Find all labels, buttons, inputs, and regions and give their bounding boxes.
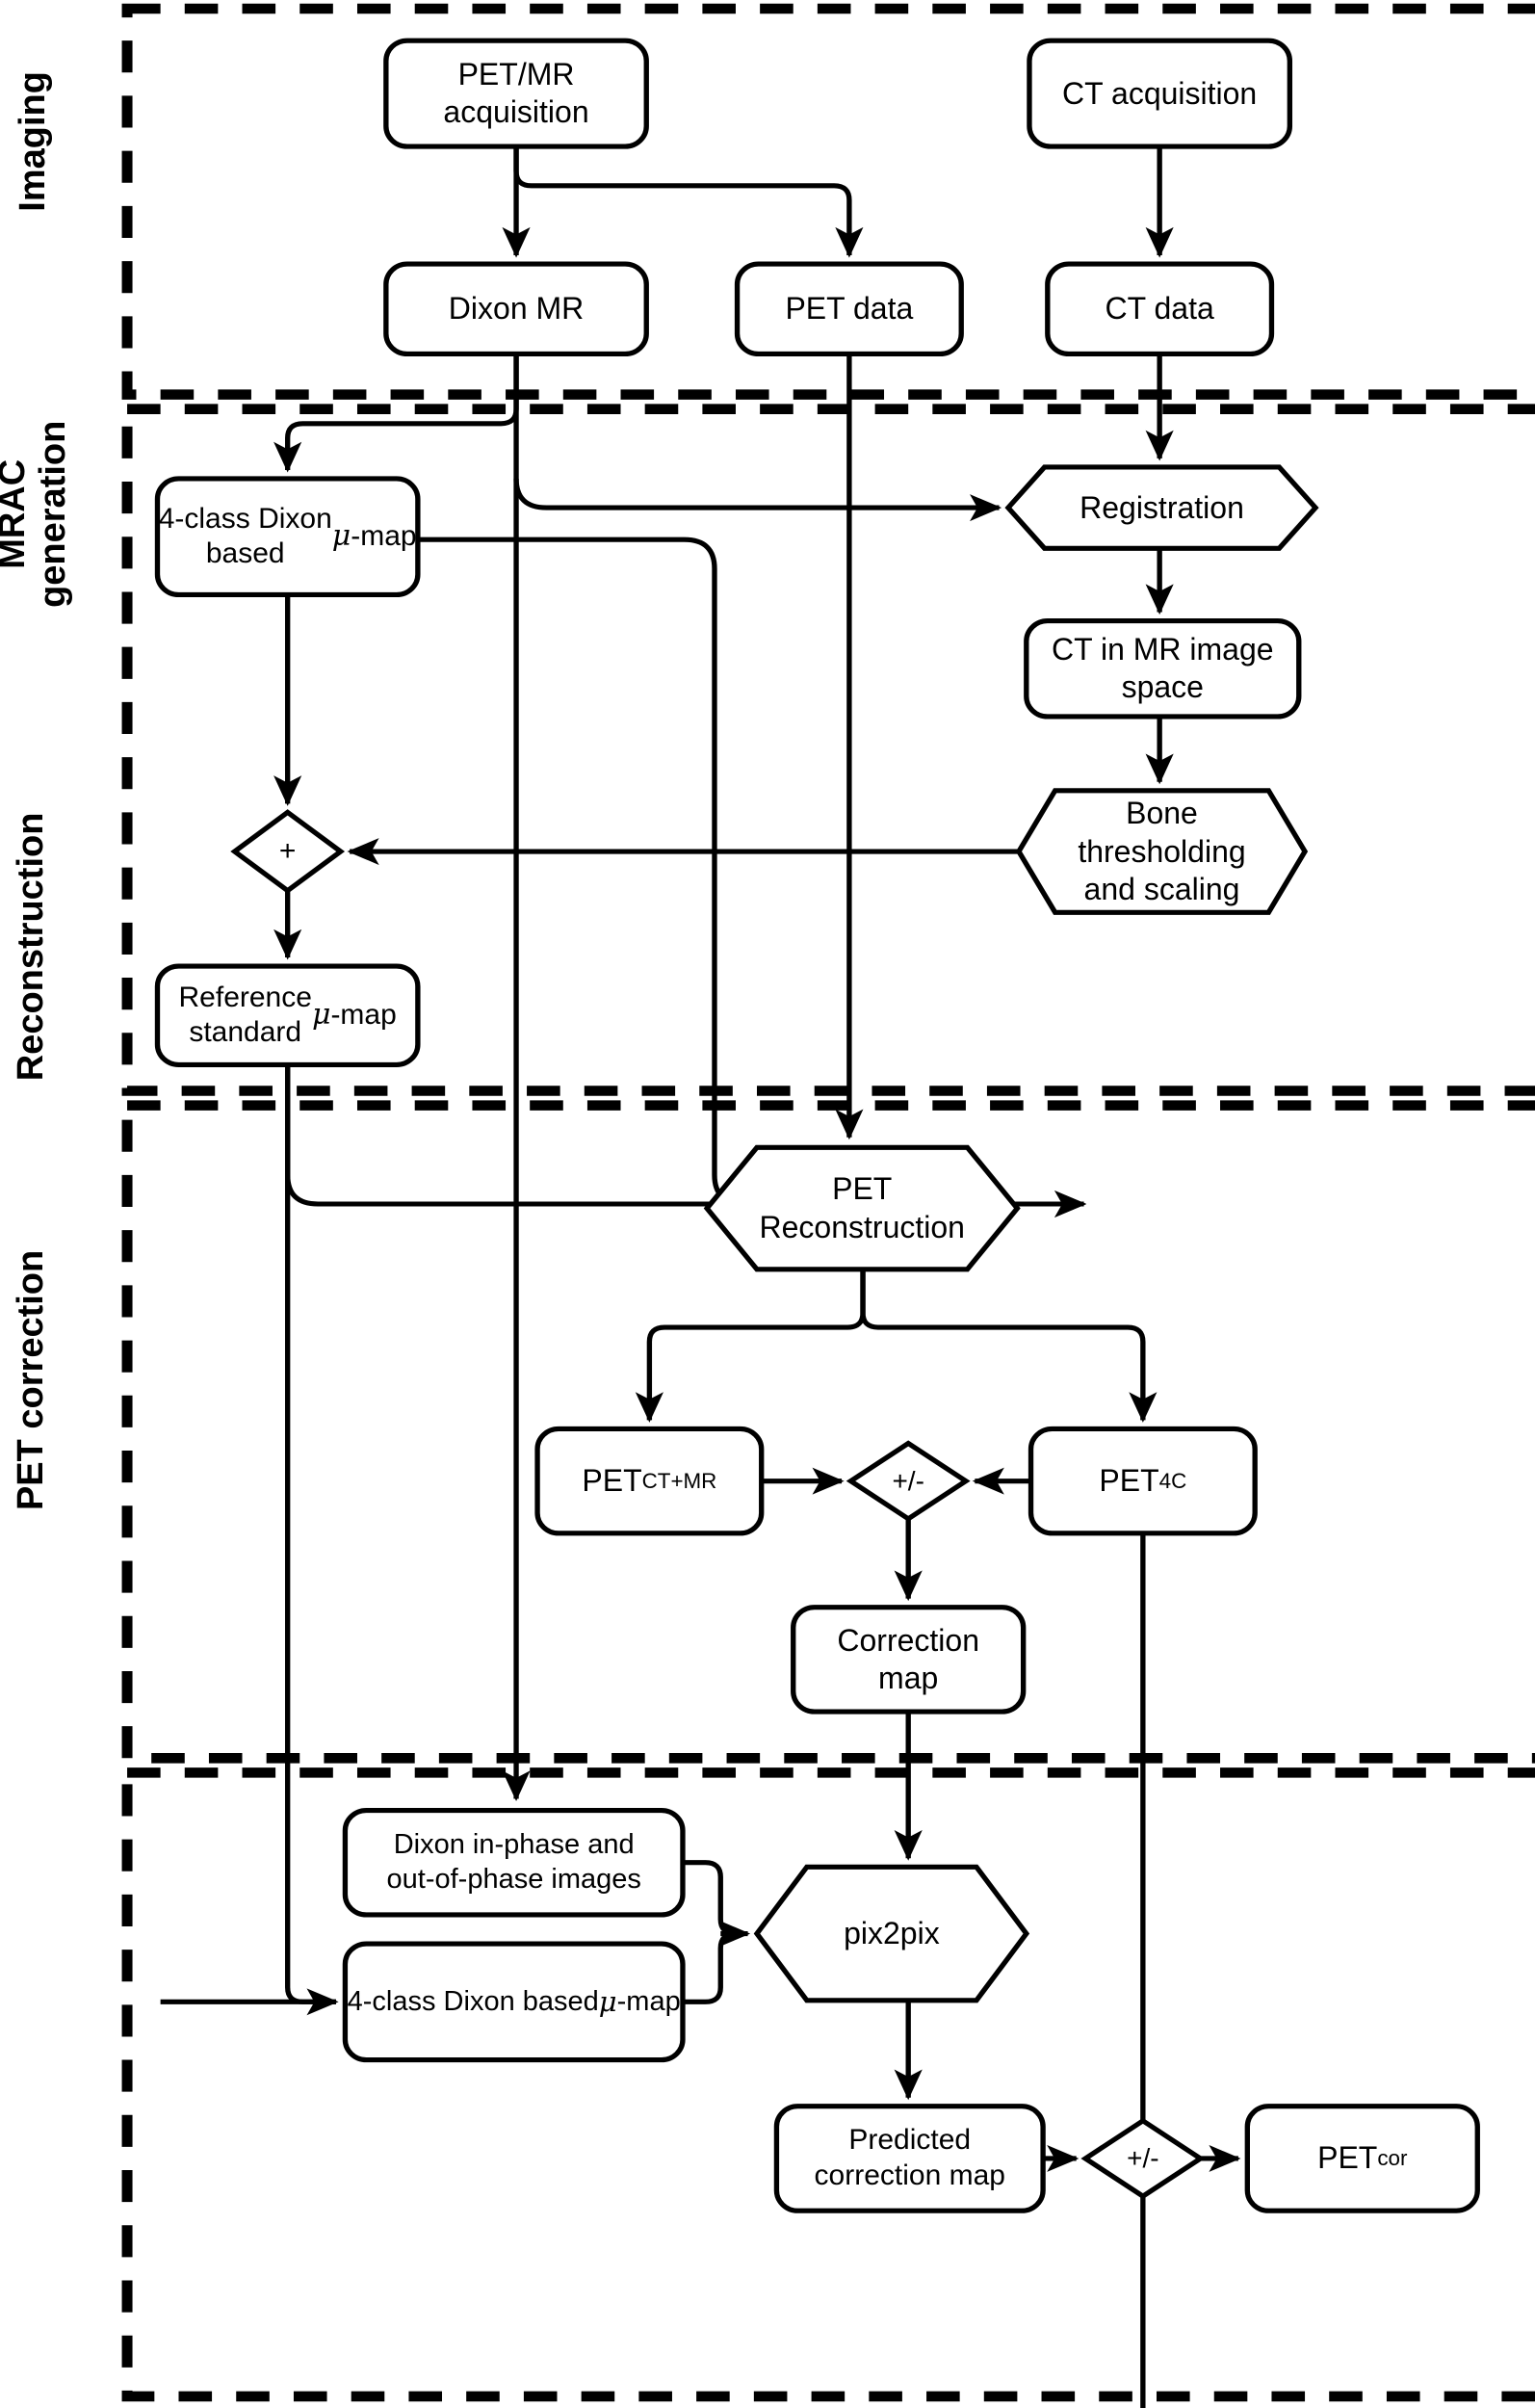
- node-4class-mumap-2-shape: [342, 1941, 686, 2063]
- section-box-petcorrection: [121, 1767, 1535, 2402]
- node-pix2pix-shape: [753, 1864, 1030, 2003]
- node-plusminus-corr-shape: [1080, 2117, 1206, 2200]
- node-dixon-phase-images-shape: [342, 1807, 686, 1918]
- section-label-mrac: MRAC generation: [0, 420, 73, 608]
- node-shapes-imaging: [383, 38, 1293, 357]
- edge-petrecon-to-petctmr: [635, 1269, 866, 1423]
- edges-imaging: [502, 146, 1174, 258]
- section-label-petcorrection: PET correction: [11, 1249, 52, 1511]
- node-registration-shape: [1004, 464, 1319, 551]
- section-box-reconstruction: [121, 1100, 1535, 1764]
- node-ct-in-mr-space-shape: [1024, 618, 1302, 720]
- node-pet-data-shape: [734, 261, 964, 357]
- node-plusminus-recon-shape: [846, 1440, 971, 1522]
- node-pet-ctmr-shape: [534, 1426, 765, 1536]
- node-shapes-petcorrection: [342, 1807, 1480, 2213]
- node-pet-4c-shape: [1028, 1426, 1258, 1536]
- node-bone-thresholding-shape: [1015, 788, 1309, 915]
- edge-petrecon-to-pet4c: [860, 1269, 1158, 1423]
- edges-reconstruction: [635, 1269, 1158, 2408]
- node-predicted-corr-map-shape: [773, 2104, 1046, 2213]
- node-ct-data-shape: [1045, 261, 1275, 357]
- edge-dixonmr-to-registration: [513, 478, 1002, 522]
- node-pet-mr-acquisition-shape: [383, 38, 649, 149]
- node-shapes-mrac: [154, 464, 1319, 1067]
- edge-4class2-merge: [682, 1930, 737, 2004]
- section-label-imaging: Imaging: [13, 71, 54, 212]
- edges-petcorrection: [160, 1064, 1241, 2172]
- node-correction-map-shape: [791, 1605, 1027, 1714]
- node-shapes-reconstruction: [534, 1144, 1258, 1714]
- node-4class-mumap-shape: [154, 476, 421, 598]
- edge-petmr-to-petdata: [513, 146, 864, 258]
- section-boundaries: [121, 3, 1535, 2402]
- section-box-imaging: [121, 3, 1535, 400]
- node-ct-acquisition-shape: [1027, 38, 1293, 149]
- node-plus-junction-shape: [230, 809, 346, 894]
- edge-dixonphase-merge: [682, 1860, 737, 1937]
- node-pet-reconstruction-shape: [703, 1144, 1021, 1272]
- node-reference-mumap-shape: [154, 963, 421, 1067]
- node-pet-cor-shape: [1244, 2104, 1480, 2213]
- node-dixon-mr-shape: [383, 261, 649, 357]
- edge-leftrail-down: [285, 1064, 336, 2004]
- section-label-reconstruction: Reconstruction: [11, 812, 52, 1082]
